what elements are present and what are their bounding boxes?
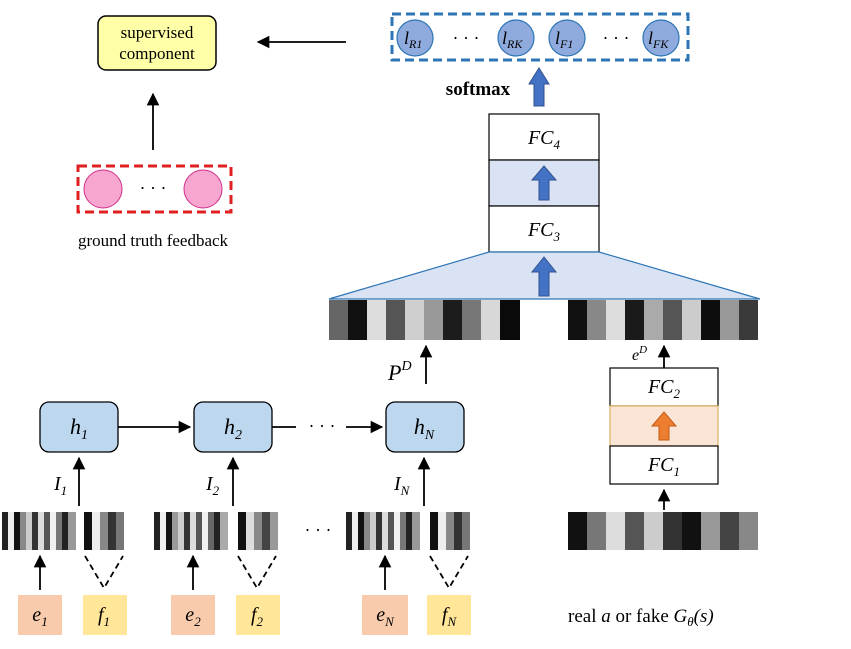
softmax-arrow-icon (528, 67, 550, 107)
ed-label: eD (632, 344, 647, 364)
pd-feature-bar (329, 300, 520, 340)
en-box: eN (362, 595, 408, 635)
fc1-to-fc2-arrow-icon (650, 411, 678, 441)
ed-feature-bar (568, 300, 758, 340)
e2-box: e2 (171, 595, 215, 635)
e2-feature-strip (154, 512, 228, 550)
logit-fk: lFK (642, 19, 680, 57)
svg-text:lFK: lFK (648, 28, 669, 51)
real-or-fake-label: real a or fake Gθ(s) (568, 606, 714, 629)
supervised-label-line1: supervised (121, 23, 194, 42)
feedback-dot (183, 169, 223, 209)
fc1-box (609, 445, 719, 485)
supervised-component: supervised component (97, 15, 217, 71)
svg-text:fN: fN (442, 604, 458, 629)
f2-box: f2 (236, 595, 280, 635)
input2-label: I2 (205, 473, 220, 498)
e1-feature-strip (2, 512, 76, 550)
hidden-state-hn: hN (385, 401, 465, 453)
e1-box: e1 (18, 595, 62, 635)
svg-text:e1: e1 (32, 604, 47, 629)
feedback-dot (83, 169, 123, 209)
svg-text:e2: e2 (185, 604, 201, 629)
svg-text:h1: h1 (70, 414, 88, 443)
svg-text:eN: eN (376, 604, 395, 629)
supervised-label-line2: component (119, 44, 195, 63)
svg-text:f1: f1 (98, 604, 110, 629)
logit-dots-left: · · · (453, 28, 480, 48)
feature-dots: · · · (305, 520, 332, 540)
fn-feature-strip (430, 512, 470, 550)
f1-box: f1 (83, 595, 127, 635)
fc2-label: FC2 (647, 376, 681, 401)
ground-truth-label: ground truth feedback (78, 231, 229, 250)
ground-truth-feedback: · · · ground truth feedback (76, 164, 233, 250)
svg-text:hN: hN (414, 414, 435, 443)
logit-r1: lR1 (396, 19, 434, 57)
f2-feature-strip (238, 512, 278, 550)
svg-text:lRK: lRK (502, 28, 523, 51)
fc4-box (488, 113, 600, 161)
fc3-to-fc4-arrow-icon (530, 165, 558, 201)
svg-text:h2: h2 (224, 414, 242, 443)
fc2-box (609, 367, 719, 407)
merge-arrow-icon (530, 256, 558, 297)
logit-rk: lRK (497, 19, 535, 57)
f1-dashed-arrow (84, 555, 124, 590)
softmax-label: softmax (446, 79, 511, 100)
hidden-dots: · · · (309, 416, 336, 436)
fc4-label: FC4 (527, 127, 561, 152)
action-feature-bar (568, 512, 758, 550)
fc1-label: FC1 (647, 454, 680, 479)
logit-dots-right: · · · (603, 28, 630, 48)
svg-text:f2: f2 (251, 604, 264, 629)
input1-label: I1 (53, 473, 67, 498)
fc-stack-bottom: FC2 FC1 (609, 367, 719, 485)
pd-label: PD (387, 359, 412, 385)
logit-f1: lF1 (548, 19, 586, 57)
en-feature-strip (346, 512, 420, 550)
feedback-dots: · · · (140, 178, 167, 198)
fc-stack-top: FC4 FC3 (488, 113, 600, 253)
logit-output: lR1 · · · lRK lF1 · · · lFK (390, 12, 690, 62)
hidden-state-h1: h1 (39, 401, 119, 453)
svg-text:lF1: lF1 (555, 28, 573, 51)
inputn-label: IN (393, 473, 411, 498)
f2-dashed-arrow (237, 555, 277, 590)
fn-dashed-arrow (429, 555, 469, 590)
f1-feature-strip (84, 512, 124, 550)
fn-box: fN (427, 595, 471, 635)
fc3-label: FC3 (527, 219, 561, 244)
hidden-state-h2: h2 (193, 401, 273, 453)
svg-text:lR1: lR1 (404, 28, 422, 51)
fc3-box (488, 205, 600, 253)
